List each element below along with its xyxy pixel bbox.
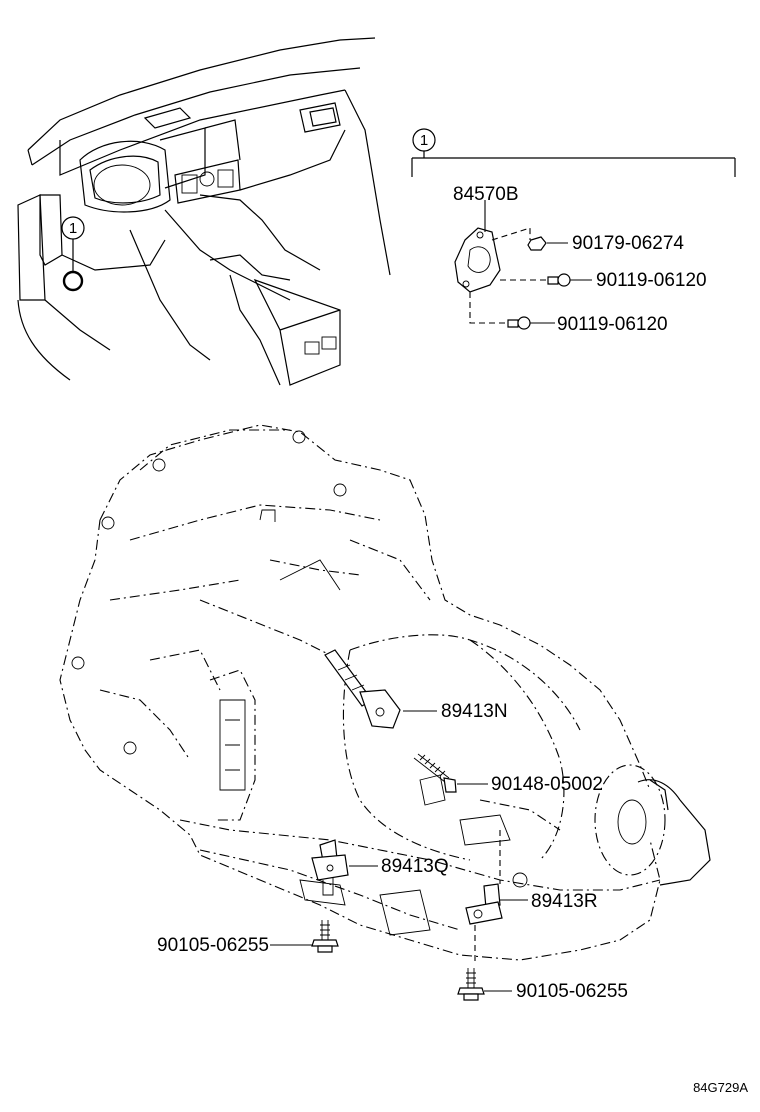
figure-code: 84G729A: [693, 1080, 748, 1095]
speed-sensor-89413N-part: [324, 649, 401, 729]
part-label-90105-06255-middle[interactable]: 90105-06255: [516, 981, 628, 1002]
dashboard-illustration: [17, 37, 391, 386]
part-label-90179-06274[interactable]: 90179-06274: [572, 233, 684, 254]
bolt-90105-middle-icon: [457, 968, 485, 1001]
part-label-89413R[interactable]: 89413R: [531, 891, 598, 912]
shift-lock-bracket-part: [454, 200, 501, 293]
speed-sensor-89413R-part: [465, 883, 503, 925]
screw-90119-a-icon: [547, 273, 571, 287]
bolt-90105-left-icon: [311, 920, 339, 953]
speed-sensor-89413Q-part: [311, 839, 349, 896]
part-label-89413Q[interactable]: 89413Q: [381, 856, 449, 877]
part-label-90119-06120-upper[interactable]: 90119-06120: [596, 270, 707, 291]
transmission-housing-illustration: [59, 424, 711, 961]
callout-marker-dashboard: 1: [69, 220, 77, 237]
detail-bracket: [411, 128, 736, 177]
bolt-90148-05002-icon: [413, 753, 457, 793]
part-label-89413N[interactable]: 89413N: [441, 701, 508, 722]
callout-marker-detail: 1: [420, 132, 428, 149]
part-label-90105-06255-left[interactable]: 90105-06255: [157, 935, 269, 956]
part-label-90148-05002[interactable]: 90148-05002: [491, 774, 603, 795]
screw-90119-b-icon: [507, 316, 531, 330]
nut-90179-icon: [527, 236, 547, 251]
part-label-90119-06120-lower[interactable]: 90119-06120: [557, 314, 668, 335]
part-label-84570B[interactable]: 84570B: [453, 184, 519, 205]
